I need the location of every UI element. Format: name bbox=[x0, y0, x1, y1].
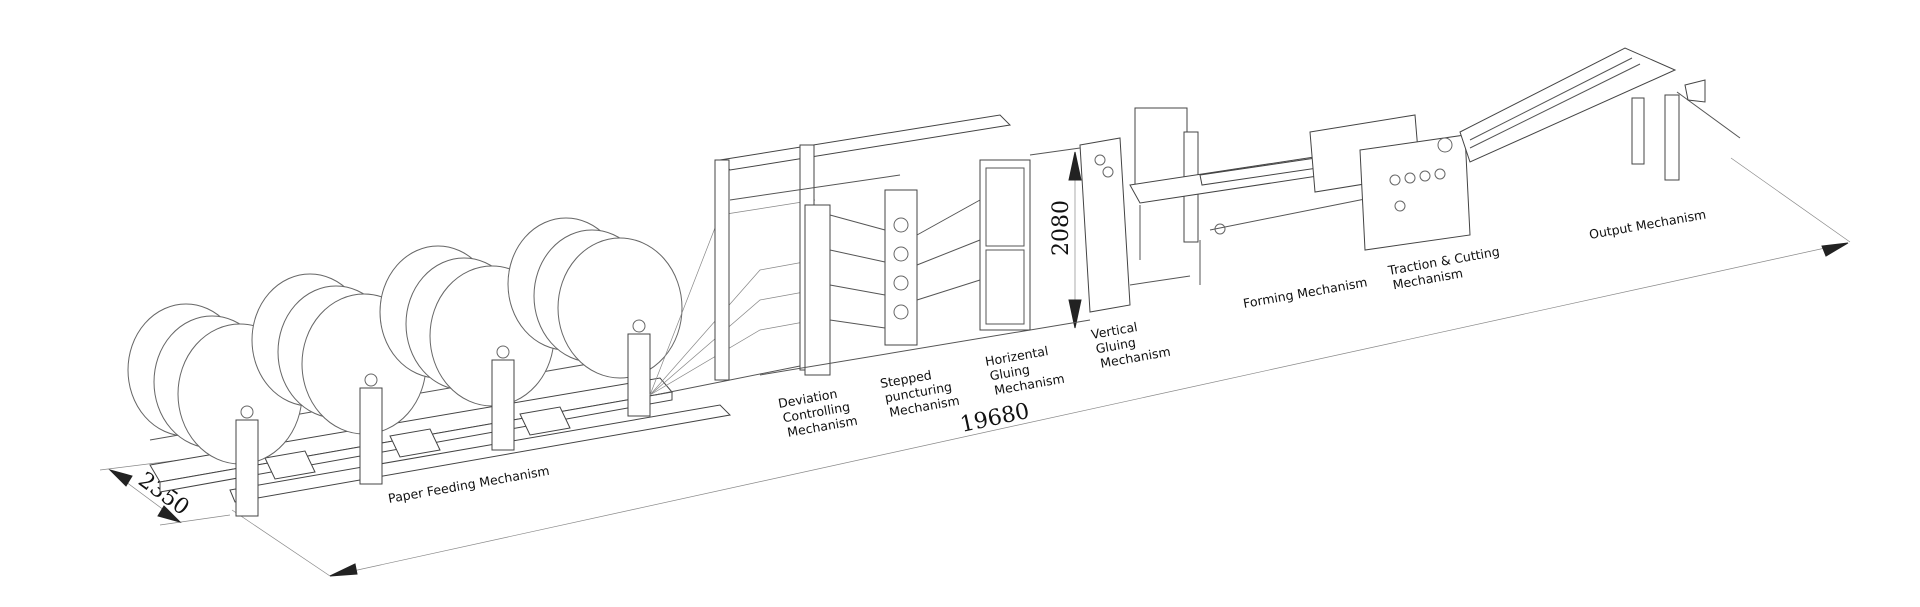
arrow-head-icon bbox=[1068, 299, 1082, 329]
arrow-head-icon bbox=[108, 469, 133, 487]
length-dimension: 19680 bbox=[231, 157, 1851, 577]
output-conveyor bbox=[1459, 47, 1741, 181]
label-forming: Forming Mechanism bbox=[1242, 274, 1369, 311]
label-stepped: Stepped puncturing Mechanism bbox=[879, 367, 961, 420]
stepped-puncturing-unit bbox=[829, 189, 918, 346]
svg-text:Gluing: Gluing bbox=[1094, 335, 1136, 357]
paper-roll bbox=[127, 303, 303, 517]
paper-roll bbox=[379, 245, 555, 451]
arrow-head-icon bbox=[329, 563, 358, 577]
arrow-head-icon bbox=[1821, 242, 1849, 257]
label-output: Output Mechanism bbox=[1588, 207, 1707, 242]
horizontal-gluing-unit bbox=[916, 159, 1031, 331]
label-horizontal-gluing: Horizental Gluing Mechanism bbox=[984, 343, 1066, 398]
height-value: 2080 bbox=[1049, 200, 1074, 256]
deviation-controlling-unit bbox=[714, 114, 1091, 381]
paper-roll bbox=[507, 217, 683, 417]
label-vertical-gluing: Vertical Gluing Mechanism bbox=[1090, 319, 1172, 371]
paper-feeding-base bbox=[149, 354, 732, 503]
label-traction-cutting: Traction & Cutting Mechanism bbox=[1386, 244, 1501, 293]
arrow-head-icon bbox=[1068, 151, 1082, 181]
traction-cutting-unit bbox=[1309, 114, 1471, 251]
svg-text:Gluing: Gluing bbox=[988, 362, 1030, 384]
vertical-gluing-unit bbox=[1029, 137, 1191, 313]
label-deviation: Deviation Controlling Mechanism bbox=[777, 386, 859, 440]
length-value: 19680 bbox=[958, 399, 1032, 438]
arrow-head-icon bbox=[157, 505, 182, 523]
height-dimension: 2080 bbox=[1049, 151, 1082, 329]
